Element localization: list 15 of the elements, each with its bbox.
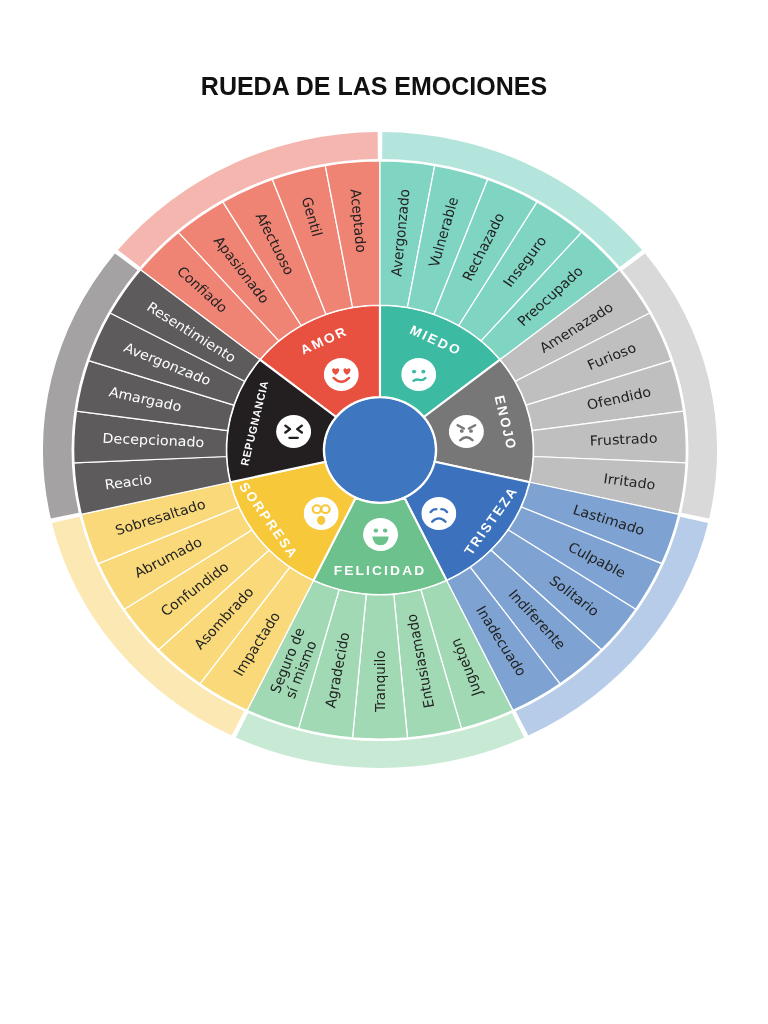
emotion-label: Frustrado — [589, 430, 658, 449]
emotion-label: Ofendido — [585, 384, 653, 413]
emotion-label: Irritado — [602, 471, 657, 493]
emotion-label: Aceptado — [347, 188, 370, 254]
emotion-label: Tranquilo — [372, 650, 388, 712]
core-emotion-label: FELICIDAD — [333, 563, 427, 579]
outer-ring-band — [235, 713, 525, 768]
emotion-label: Decepcionado — [102, 430, 205, 451]
emotion-label: Avergonzado — [388, 188, 413, 277]
emotion-sector — [322, 159, 383, 309]
core-emotion-label: ENOJO — [491, 394, 519, 452]
emotion-label: Reacio — [103, 471, 153, 493]
emotion-label: Gentil — [298, 195, 326, 239]
diagram-title: RUEDA DE LAS EMOCIONES — [199, 71, 549, 101]
emotion-sector — [530, 409, 689, 465]
